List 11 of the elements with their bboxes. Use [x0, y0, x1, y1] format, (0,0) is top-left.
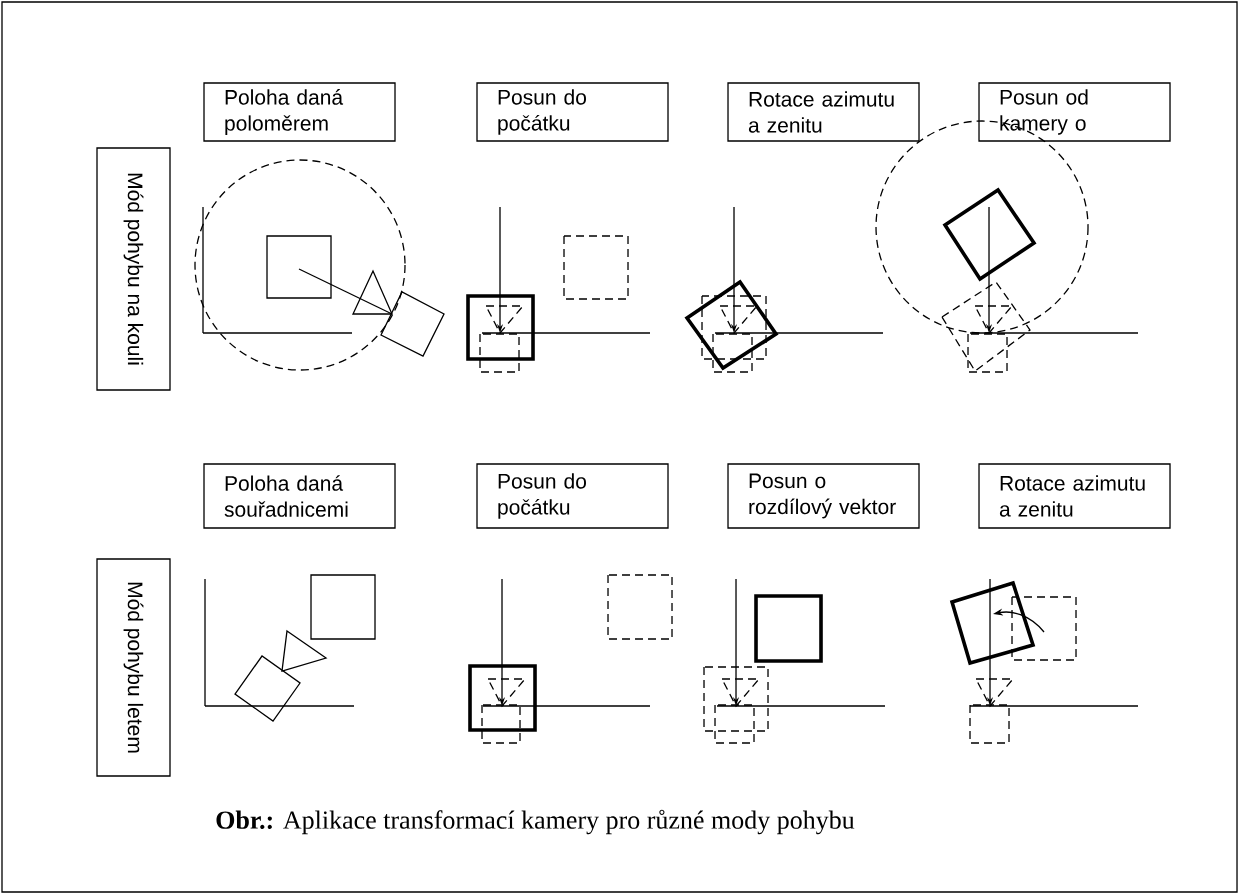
step-box: Posun do počátku: [476, 82, 669, 142]
step-box: Rotace azimutu a zenitu: [727, 82, 920, 142]
step-box: Posun o rozdílový vektor: [727, 463, 920, 529]
step-box: Poloha daná souřadnicemi: [203, 463, 396, 529]
caption: Obr.: Aplikace transformací kamery pro různé mody pohybu: [216, 809, 855, 835]
step-box: Poloha daná poloměrem: [203, 82, 396, 142]
step-box: Posun do počátku: [476, 463, 669, 529]
step-box: Rotace azimutu a zenitu: [978, 463, 1171, 529]
mode-box: Mód pohybu letem: [96, 558, 171, 777]
mode-box: Mód pohybu na kouli: [96, 147, 171, 391]
step-box: Posun od kamery o: [978, 82, 1171, 142]
